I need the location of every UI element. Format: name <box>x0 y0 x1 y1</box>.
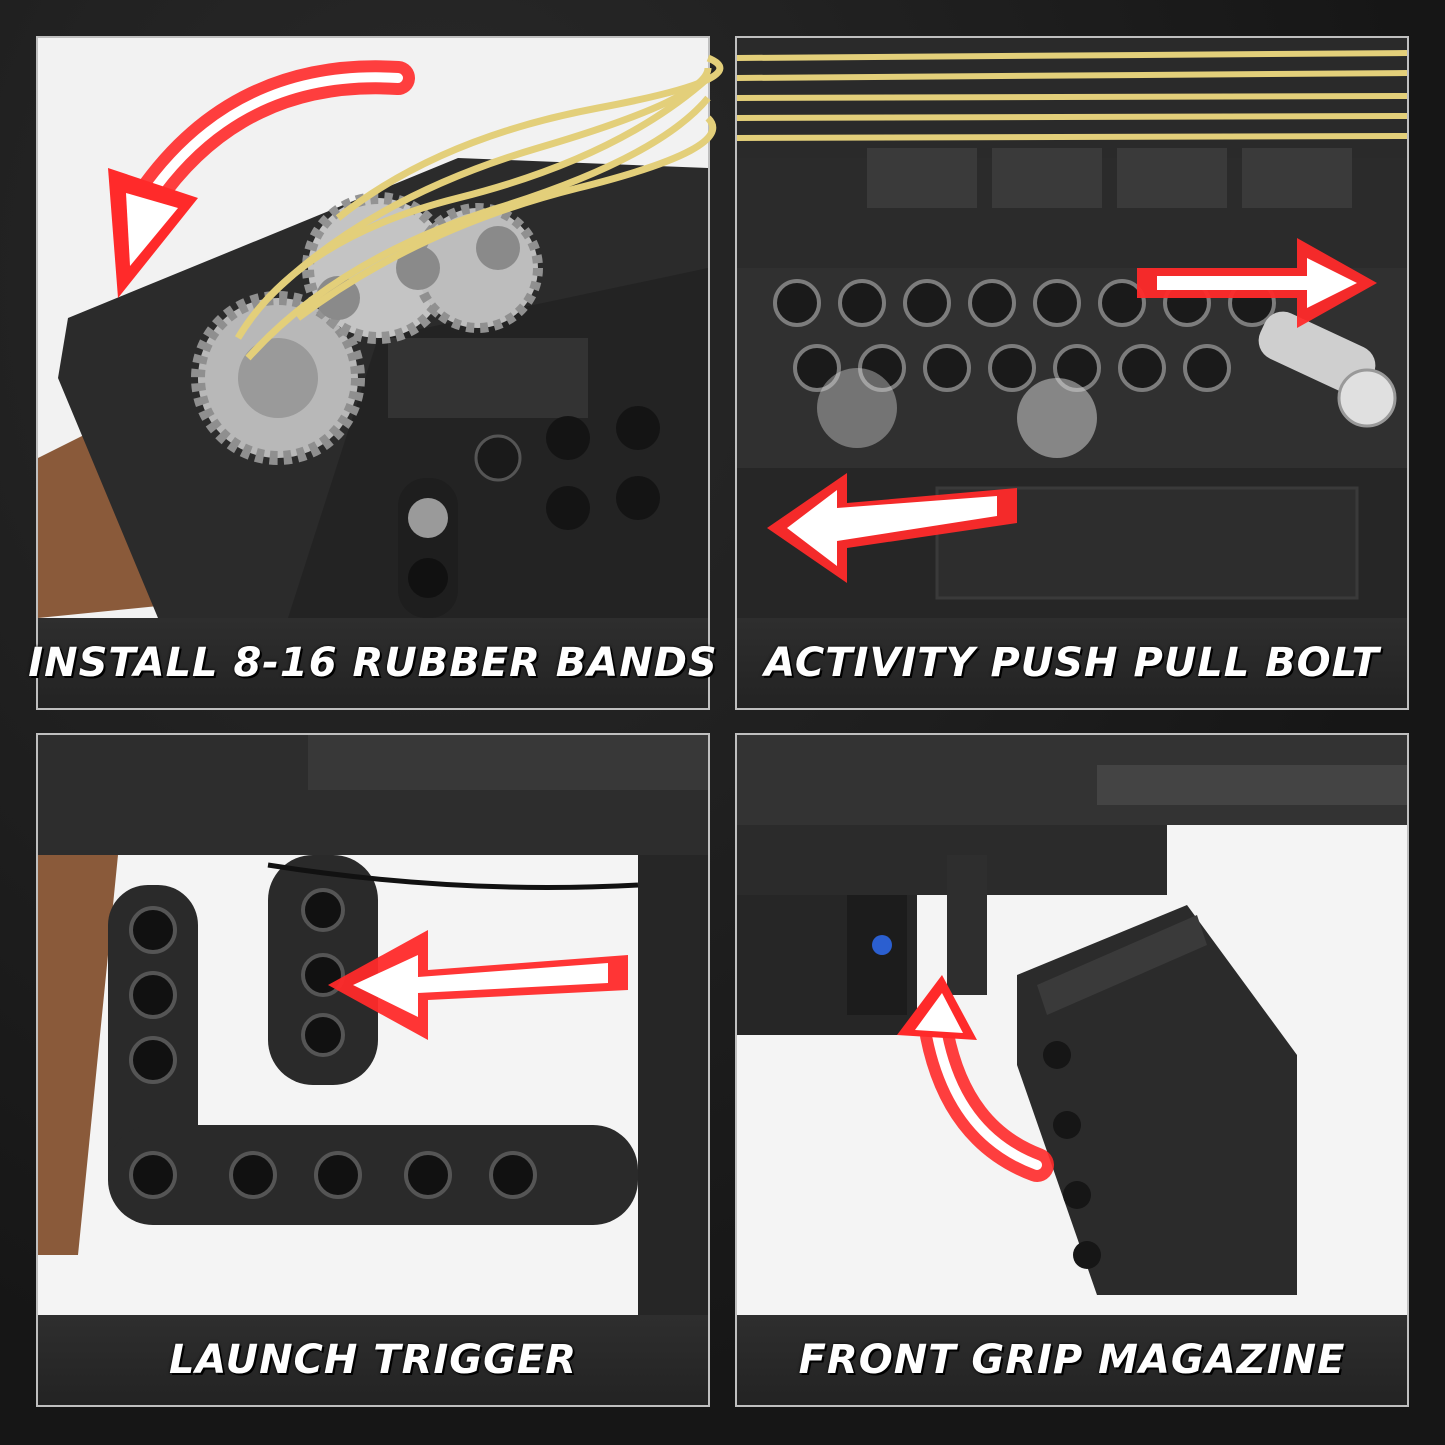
curved-up-arrow-icon <box>897 975 1054 1182</box>
left-arrow-icon <box>328 930 628 1040</box>
caption-bar: INSTALL 8-16 RUBBER BANDS <box>28 618 717 708</box>
double-arrow-icon <box>767 238 1377 583</box>
rubber-band-icon <box>736 50 1408 141</box>
trigger-photo <box>38 735 708 1315</box>
panel-caption: FRONT GRIP MAGAZINE <box>798 1337 1346 1383</box>
panel-caption: LAUNCH TRIGGER <box>168 1337 578 1383</box>
caption-bar: FRONT GRIP MAGAZINE <box>737 1315 1407 1405</box>
panel-caption: ACTIVITY PUSH PULL BOLT <box>764 640 1380 686</box>
caption-bar: LAUNCH TRIGGER <box>38 1315 708 1405</box>
panel-launch-trigger: LAUNCH TRIGGER <box>36 733 710 1407</box>
bolt-photo <box>736 38 1408 618</box>
panel-front-grip-magazine: FRONT GRIP MAGAZINE <box>735 733 1409 1407</box>
caption-bar: ACTIVITY PUSH PULL BOLT <box>737 618 1407 708</box>
panel-push-pull-bolt: ACTIVITY PUSH PULL BOLT <box>735 36 1409 710</box>
curved-arrow-icon <box>108 60 415 298</box>
rubber-band-icon <box>234 54 724 361</box>
magazine-photo <box>737 735 1407 1315</box>
rubber-bands-photo <box>38 38 724 618</box>
panel-rubber-bands: INSTALL 8-16 RUBBER BANDS <box>28 36 724 710</box>
right-arrow-icon <box>1137 238 1377 328</box>
panel-caption: INSTALL 8-16 RUBBER BANDS <box>28 640 718 686</box>
left-arrow-icon <box>767 473 1017 583</box>
